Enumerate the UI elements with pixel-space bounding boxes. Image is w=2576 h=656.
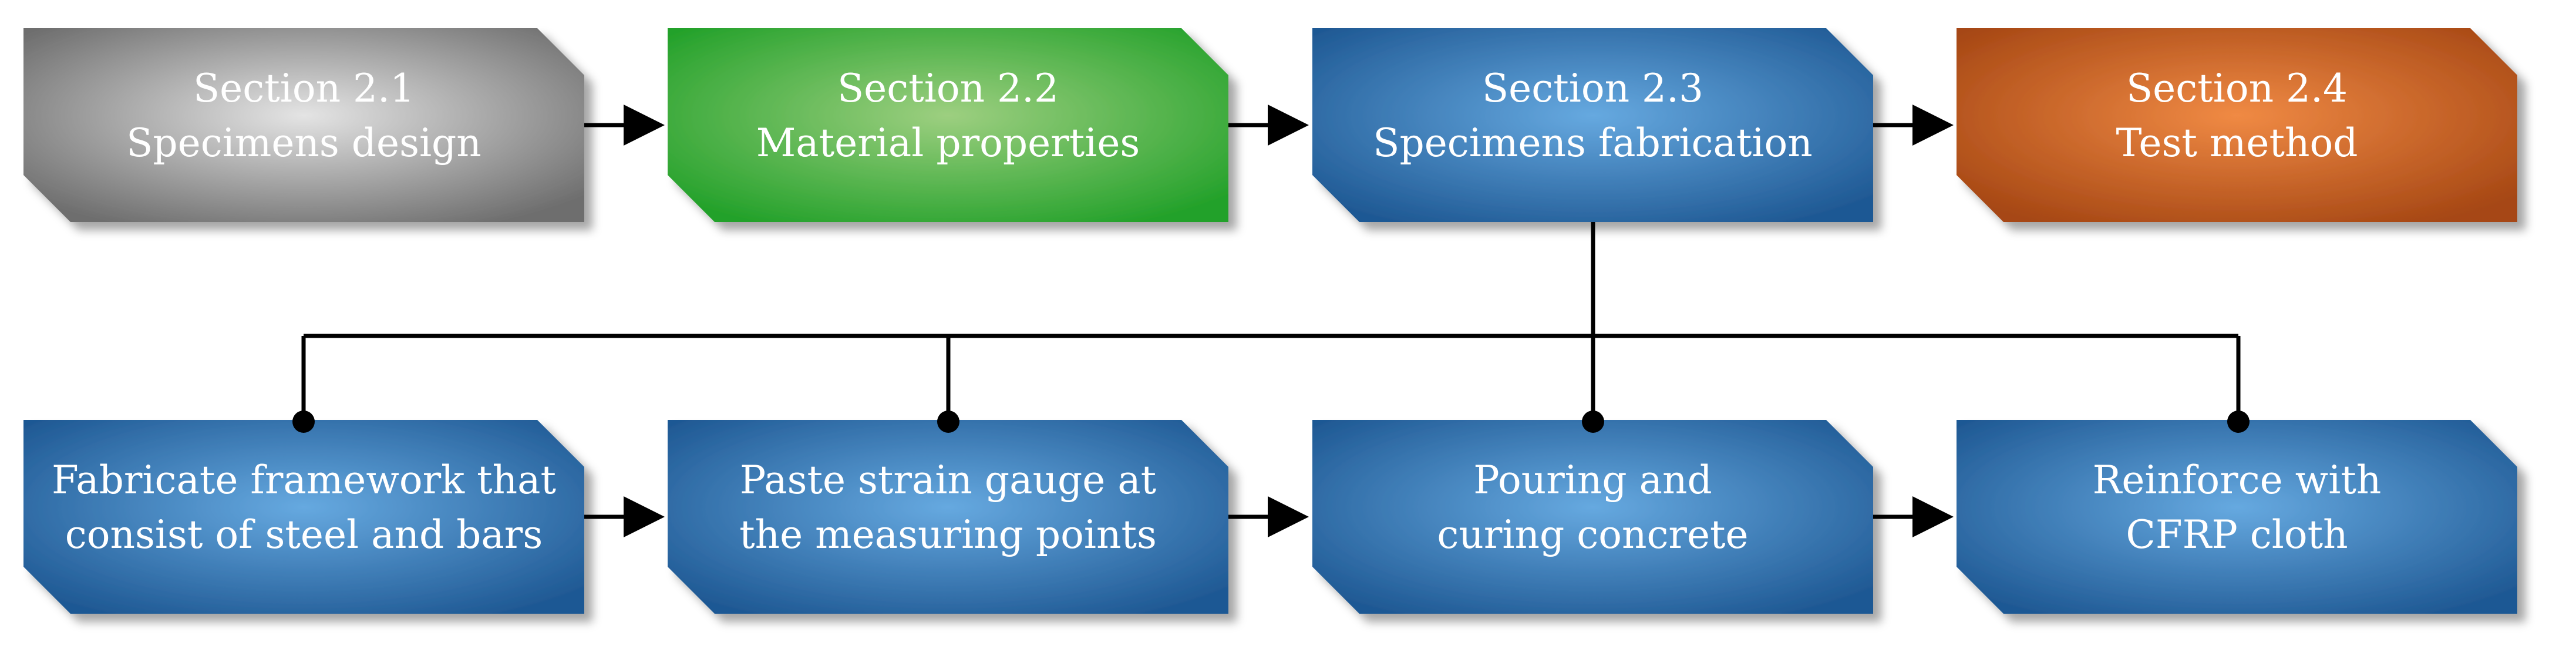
section-box-3-line2: Specimens fabrication (1373, 120, 1812, 166)
step-box-4-line2: CFRP cloth (2126, 512, 2348, 557)
section-box-4-line1: Section 2.4 (2126, 66, 2348, 111)
section-box-3-line1: Section 2.3 (1482, 66, 1703, 111)
step-box-1-line1: Fabricate framework that (52, 457, 556, 503)
section-box-3-shape (1312, 28, 1873, 222)
steps-row: Fabricate framework that consist of steel… (23, 420, 2517, 614)
step-box-3-line1: Pouring and (1473, 457, 1712, 503)
tree-dots (292, 411, 2250, 433)
connectors (301, 105, 2241, 537)
tree-dot-2 (937, 411, 959, 433)
section-box-2-line2: Material properties (756, 120, 1140, 166)
tree-dot-3 (1582, 411, 1604, 433)
section-box-1-line1: Section 2.1 (193, 66, 415, 111)
section-box-4-line2: Test method (2116, 120, 2358, 166)
step-box-4-line1: Reinforce with (2093, 457, 2382, 503)
section-box-2-line1: Section 2.2 (837, 66, 1059, 111)
section-box-4-shape (1957, 28, 2517, 222)
tree-dot-4 (2227, 411, 2250, 433)
step-box-1-shape (23, 420, 584, 614)
step-box-3-shape (1312, 420, 1873, 614)
step-box-3-line2: curing concrete (1437, 512, 1748, 557)
step-box-1: Fabricate framework that consist of steel… (23, 420, 584, 614)
step-box-2: Paste strain gauge at the measuring point… (668, 420, 1228, 614)
step-box-2-line1: Paste strain gauge at (740, 457, 1156, 503)
section-box-1-line2: Specimens design (126, 120, 481, 166)
step-box-2-line2: the measuring points (739, 512, 1157, 557)
step-box-4-shape (1957, 420, 2517, 614)
section-box-2-shape (668, 28, 1228, 222)
tree-dot-1 (292, 411, 315, 433)
section-box-1-shape (23, 28, 584, 222)
step-box-3: Pouring and curing concrete (1312, 420, 1873, 614)
step-box-2-shape (668, 420, 1228, 614)
step-box-1-line2: consist of steel and bars (65, 512, 543, 557)
